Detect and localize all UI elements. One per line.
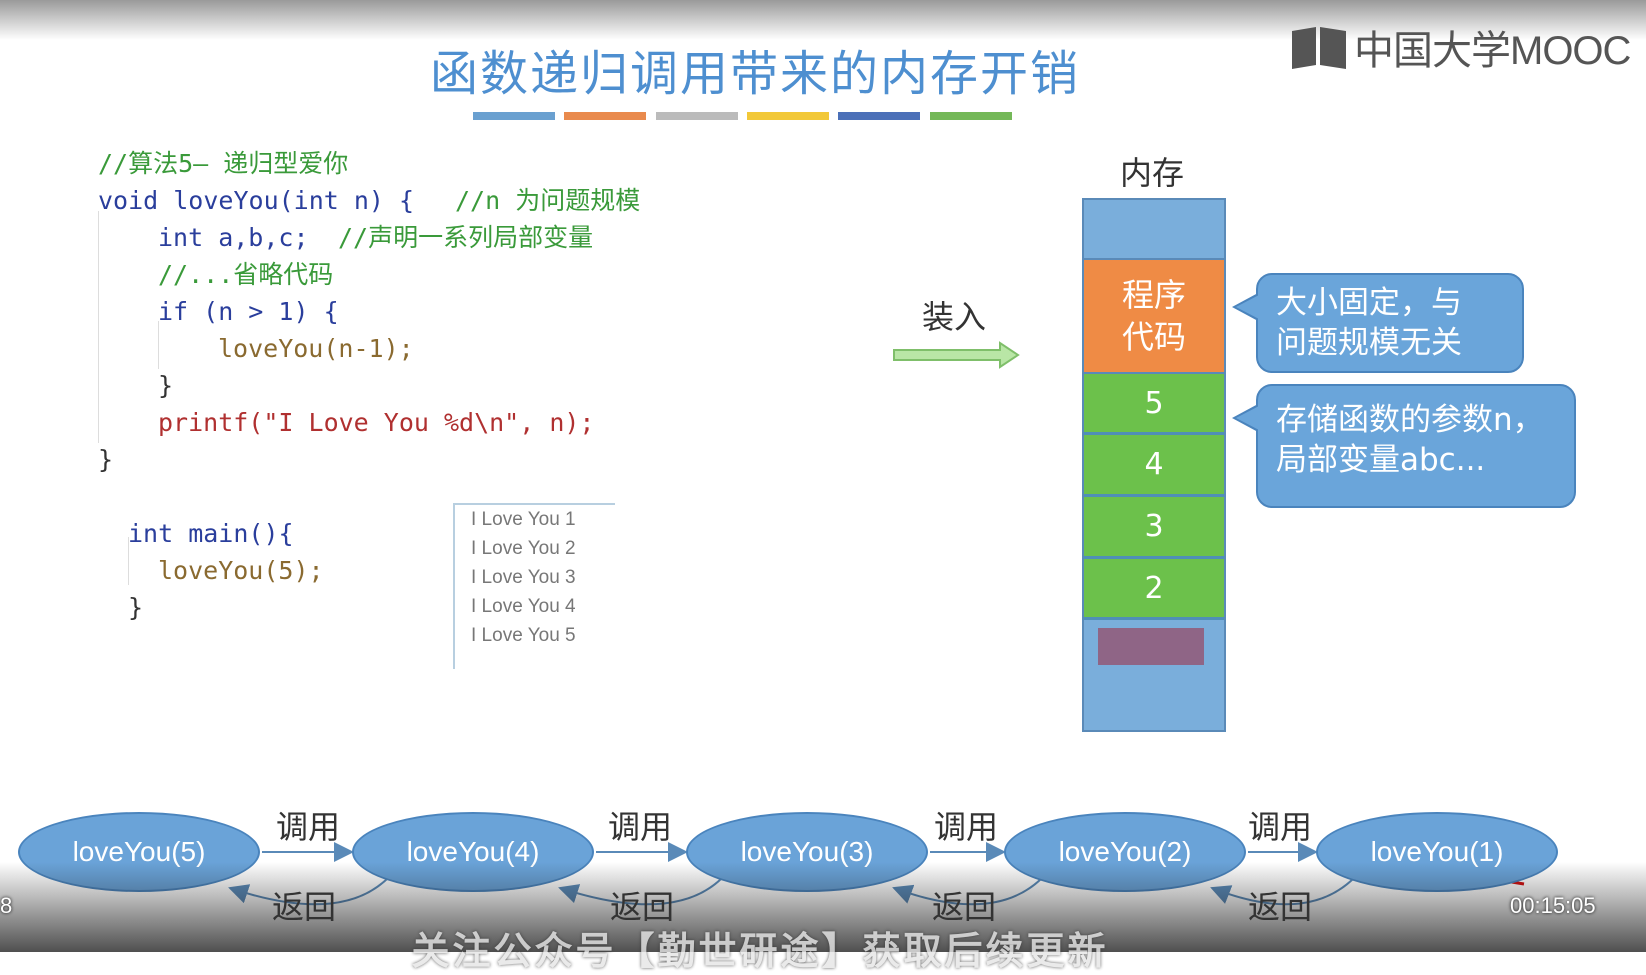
call-label: 调用 bbox=[934, 808, 999, 846]
video-subtitle: 关注公众号【勤世研途】获取后续更新 bbox=[411, 929, 1109, 973]
code-line: printf("I Love You %d\n", n); bbox=[158, 408, 595, 437]
return-label: 返回 bbox=[610, 888, 675, 926]
memory-label: 内存 bbox=[1120, 154, 1185, 192]
callout-params: 存储函数的参数n， 局部变量abc... bbox=[1232, 384, 1576, 508]
output-line: I Love You 1 bbox=[471, 509, 576, 530]
color-bar-segment bbox=[656, 112, 738, 120]
code-line: loveYou(5); bbox=[158, 556, 324, 585]
indent-guide bbox=[158, 321, 159, 369]
code-block: //算法5— 递归型爱你 void loveYou(int n) { //n 为… bbox=[98, 145, 640, 848]
color-bar-segment bbox=[564, 112, 646, 120]
player-bottom-shade bbox=[0, 862, 1646, 952]
load-arrow-icon bbox=[893, 341, 1020, 369]
code-line: } bbox=[158, 371, 174, 400]
call-label: 调用 bbox=[1248, 808, 1313, 846]
return-label: 返回 bbox=[1248, 888, 1313, 926]
indent-guide bbox=[98, 211, 99, 443]
color-bar-segment bbox=[838, 112, 920, 120]
output-line: I Love You 3 bbox=[471, 567, 576, 588]
color-bar-segment bbox=[473, 112, 555, 120]
code-comment: //n 为问题规模 bbox=[455, 186, 641, 215]
mooc-book-icon bbox=[1292, 27, 1346, 69]
code-line: if (n > 1) { bbox=[158, 297, 339, 326]
callout-fixed-size: 大小固定，与 问题规模无关 bbox=[1232, 273, 1524, 373]
stack-frame: 4 bbox=[1084, 435, 1224, 497]
stack-frame: 5 bbox=[1084, 374, 1224, 435]
cursor-marker bbox=[1098, 628, 1204, 665]
stack-frame: 3 bbox=[1084, 497, 1224, 559]
console-output: I Love You 1 I Love You 2 I Love You 3 I… bbox=[453, 503, 615, 669]
stack-frame: 2 bbox=[1084, 559, 1224, 620]
slide-title: 函数递归调用带来的内存开销 bbox=[429, 46, 1080, 102]
code-line: int main(){ bbox=[128, 519, 294, 548]
call-label: 调用 bbox=[608, 808, 673, 846]
top-shade bbox=[0, 0, 1646, 40]
code-line: } bbox=[128, 593, 144, 622]
code-comment: //声明一系列局部变量 bbox=[338, 223, 594, 252]
return-label: 返回 bbox=[932, 888, 997, 926]
indent-guide bbox=[128, 537, 129, 585]
memory-diagram: 程序 代码 5 4 3 2 bbox=[1082, 198, 1226, 732]
code-line: loveYou(n-1); bbox=[218, 334, 414, 363]
color-bar-segment bbox=[747, 112, 829, 120]
code-line: int a,b,c; bbox=[158, 223, 309, 252]
mooc-logo: 中国大学MOOC bbox=[1290, 20, 1631, 74]
code-line: //...省略代码 bbox=[158, 260, 334, 289]
player-timecode: 00:15:05 bbox=[1510, 893, 1596, 918]
logo-text: 中国大学MOOC bbox=[1354, 29, 1631, 73]
color-bar-segment bbox=[930, 112, 1012, 120]
load-label: 装入 bbox=[922, 298, 987, 336]
output-line: I Love You 2 bbox=[471, 538, 576, 559]
code-line: } bbox=[98, 445, 114, 474]
player-left-indicator: 8 bbox=[0, 893, 13, 918]
code-line: //算法5— 递归型爱你 bbox=[98, 149, 349, 178]
program-code-block: 程序 代码 bbox=[1084, 258, 1224, 374]
code-line: void loveYou(int n) { bbox=[98, 182, 414, 219]
return-label: 返回 bbox=[272, 888, 337, 926]
call-label: 调用 bbox=[276, 808, 341, 846]
code-text: void loveYou(int n) { bbox=[98, 186, 415, 215]
output-line: I Love You 5 bbox=[471, 625, 576, 646]
output-line: I Love You 4 bbox=[471, 596, 576, 617]
